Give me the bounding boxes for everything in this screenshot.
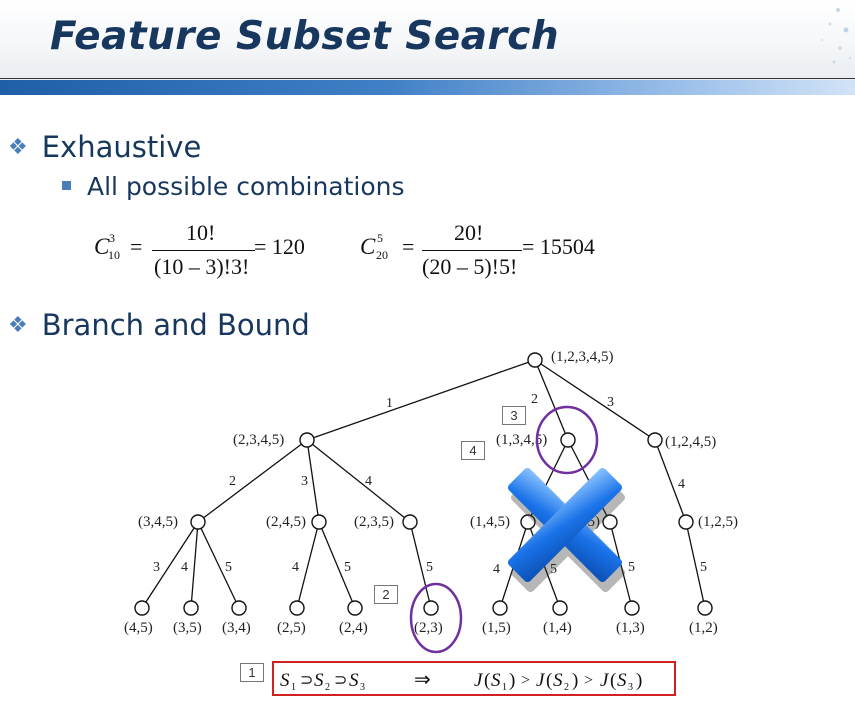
svg-text:S: S	[314, 670, 324, 691]
svg-text:J: J	[474, 670, 484, 691]
square-bullet-icon	[62, 181, 71, 190]
svg-text:3: 3	[360, 682, 365, 693]
monotonicity-formula: S 1 ⊃ S 2 ⊃ S 3 ⇒ J ( S 1 ) > J ( S 2 ) …	[280, 669, 642, 693]
header-divider	[0, 78, 855, 79]
svg-text:(: (	[546, 670, 552, 691]
svg-text:): )	[572, 670, 578, 691]
node-label: (1,5)	[482, 620, 511, 636]
node-label: (1,2,3,4,5)	[551, 349, 614, 365]
node-label: (1,4,5)	[470, 514, 510, 530]
node-label: (2,4)	[339, 620, 368, 636]
subbullet-combinations: All possible combinations	[62, 172, 405, 201]
svg-text:⇒: ⇒	[414, 669, 431, 691]
node-label: (3,4,5)	[138, 514, 178, 530]
node-label: (2,5)	[277, 620, 306, 636]
svg-text:J: J	[536, 670, 546, 691]
svg-text:S: S	[553, 670, 563, 691]
highlight-circle-1345	[535, 405, 599, 475]
node-label: (2,3)	[414, 620, 443, 636]
svg-text:1: 1	[291, 682, 296, 693]
edge-label: 3	[301, 474, 308, 489]
sparkle-decoration-icon	[820, 8, 852, 64]
svg-text:(: (	[610, 670, 616, 691]
edge-label: 1	[386, 396, 393, 411]
step-label-4: 4	[461, 441, 485, 460]
edge-label: 2	[229, 474, 236, 489]
edge-label: 5	[550, 562, 557, 577]
header-band	[0, 80, 855, 95]
edge-label: 2	[531, 392, 538, 407]
slide-title: Feature Subset Search	[50, 14, 560, 59]
node-label: (2,4,5)	[266, 514, 306, 530]
svg-text:(: (	[484, 670, 490, 691]
formula-c20-5: C 5 20 = 20! (20 – 5)!5! = 15504	[360, 220, 595, 279]
highlight-circle-23	[409, 582, 463, 654]
svg-text:): )	[636, 670, 642, 691]
edge-label: 4	[181, 560, 188, 575]
monotonicity-box: S 1 ⊃ S 2 ⊃ S 3 ⇒ J ( S 1 ) > J ( S 2 ) …	[272, 661, 676, 696]
pruned-cross-icon	[507, 467, 626, 593]
node-label: (3,4)	[222, 620, 251, 636]
edge-label: 5	[225, 560, 232, 575]
svg-text:⊃: ⊃	[300, 672, 313, 689]
svg-text:S: S	[349, 670, 359, 691]
svg-text:S: S	[491, 670, 501, 691]
node-label: (3,5)	[173, 620, 202, 636]
step-label-1: 1	[240, 663, 264, 682]
node-label: (1,2)	[689, 620, 718, 636]
node-label: (1,2,4,5)	[665, 434, 716, 450]
slide-header: Feature Subset Search	[0, 0, 855, 80]
edge-label: 4	[678, 477, 685, 492]
tree-nodes	[134, 352, 713, 616]
edge-label: 3	[153, 560, 160, 575]
node-label: (2,3,5)	[354, 514, 394, 530]
node-label: (4,5)	[124, 620, 153, 636]
formula-c10-3: C 3 10 = 10! (10 – 3)!3! = 120	[94, 220, 305, 279]
bullet-label: Exhaustive	[41, 130, 202, 164]
svg-text:): )	[509, 670, 515, 691]
node-label: (1,4)	[543, 620, 572, 636]
step-label-2: 2	[374, 585, 398, 604]
diamond-bullet-icon: ❖	[8, 135, 28, 160]
bullet-exhaustive: ❖ Exhaustive	[8, 130, 201, 164]
svg-text:1: 1	[502, 682, 507, 693]
svg-text:J: J	[600, 670, 610, 691]
bullet-branch-and-bound: ❖ Branch and Bound	[8, 308, 310, 342]
node-label: (1,2,5)	[698, 514, 738, 530]
edge-label: 5	[426, 560, 433, 575]
diamond-bullet-icon: ❖	[8, 313, 28, 338]
svg-text:>: >	[584, 672, 593, 689]
node-label: (2,3,4,5)	[233, 432, 284, 448]
node-label: (1,3,4,5)	[496, 432, 547, 448]
node-label: (1,3)	[616, 620, 645, 636]
edge-label: 3	[607, 395, 614, 410]
svg-text:3: 3	[628, 682, 633, 693]
edge-label: 5	[344, 560, 351, 575]
edge-label: 4	[365, 474, 372, 489]
step-label-3: 3	[502, 406, 526, 425]
svg-text:2: 2	[325, 682, 330, 693]
edge-label: 4	[493, 562, 500, 577]
svg-text:2: 2	[564, 682, 569, 693]
edge-label: 4	[292, 560, 299, 575]
svg-text:S: S	[617, 670, 627, 691]
edge-label: 5	[700, 560, 707, 575]
subbullet-label: All possible combinations	[87, 172, 405, 201]
svg-text:⊃: ⊃	[334, 672, 347, 689]
svg-text:S: S	[280, 670, 290, 691]
bullet-label: Branch and Bound	[41, 308, 310, 342]
svg-text:>: >	[521, 672, 530, 689]
edge-label: 5	[628, 560, 635, 575]
